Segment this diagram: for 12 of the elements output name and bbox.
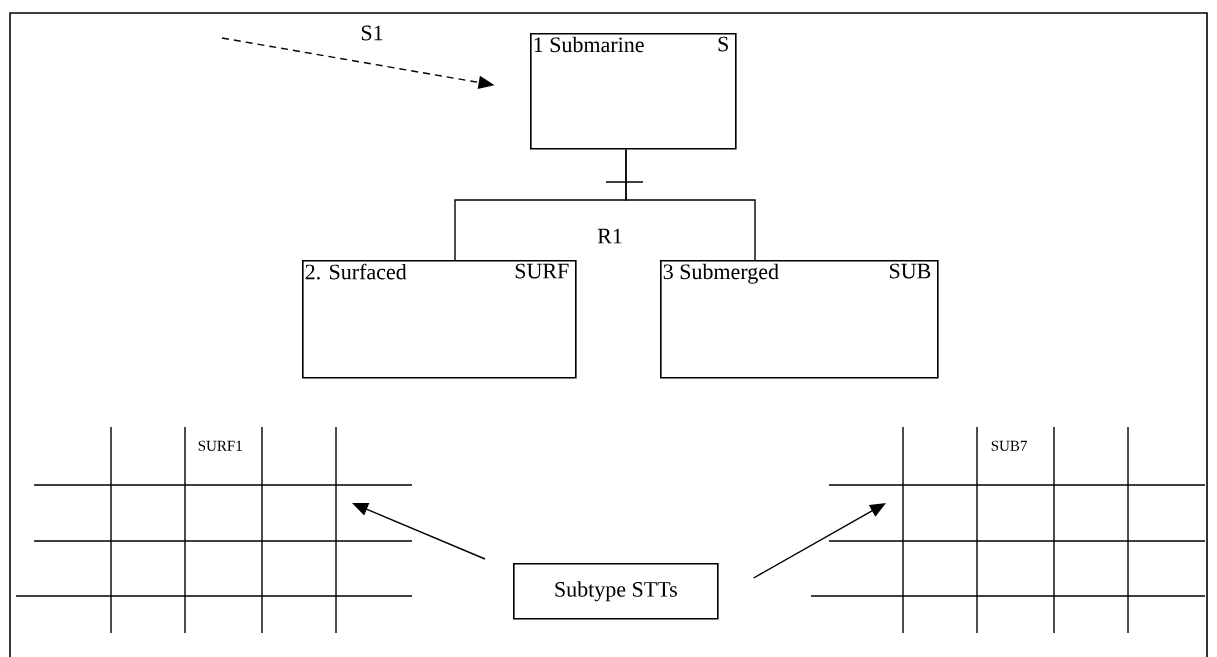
table-label: SURF1 bbox=[198, 440, 242, 451]
edge-label: R1 bbox=[596, 227, 624, 245]
key-letter: SUB bbox=[890, 263, 931, 279]
key-letter: SURF bbox=[515, 263, 569, 279]
table-label: SUB7 bbox=[991, 440, 1027, 451]
note-box: Subtype STTs bbox=[513, 563, 719, 620]
key-letter: S bbox=[718, 36, 728, 52]
entity-name: 3 Submerged bbox=[663, 263, 779, 284]
edge-label: S1 bbox=[359, 24, 385, 42]
entity-name: 2. Surfaced bbox=[305, 263, 407, 280]
entity-name: 1 Submarine bbox=[534, 36, 644, 53]
arrow bbox=[752, 503, 886, 579]
